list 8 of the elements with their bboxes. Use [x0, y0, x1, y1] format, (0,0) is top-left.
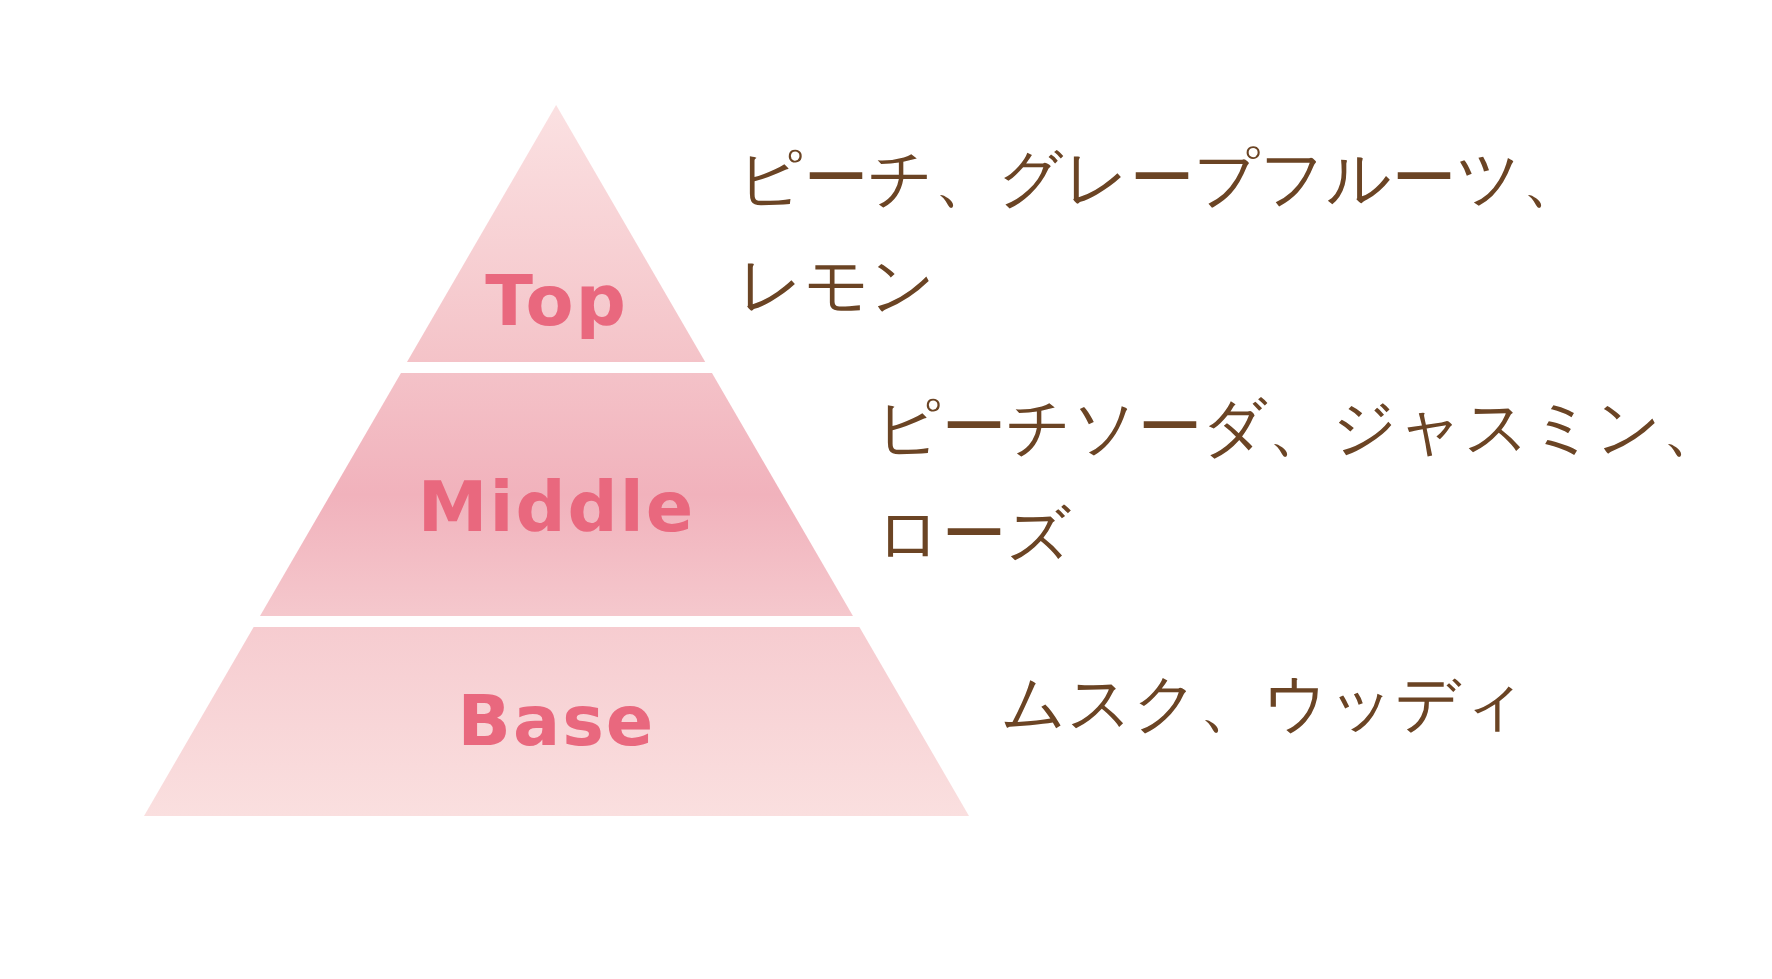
scent-notes-text: ピーチソーダ、ジャスミン、ローズ — [876, 389, 1727, 573]
pyramid-tier — [143, 627, 969, 816]
tier-label: Middle — [417, 472, 696, 542]
tier-label: Base — [457, 686, 656, 756]
pyramid-tier — [407, 105, 706, 362]
pyramid-tier — [260, 373, 853, 616]
scent-notes-text: ピーチ、グレープフルーツ、レモン — [738, 140, 1587, 324]
scent-notes-text: ムスク、ウッディ — [1001, 665, 1527, 742]
